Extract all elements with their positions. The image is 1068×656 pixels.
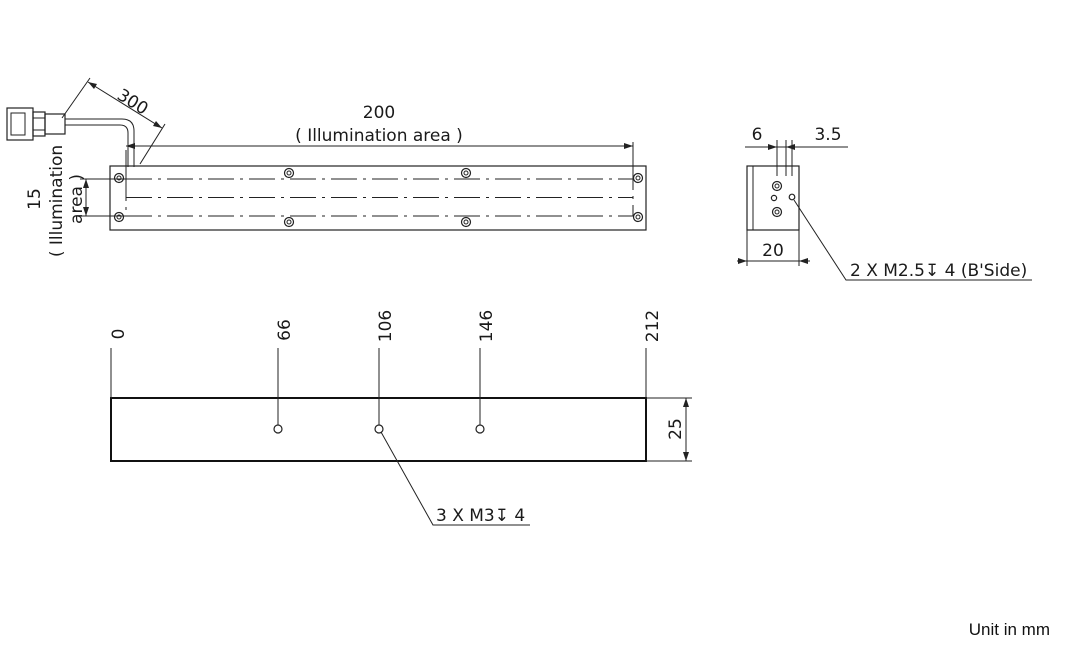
side-top-dimensions (745, 140, 848, 176)
cable (65, 118, 135, 167)
bottom-callout-leader (380, 431, 530, 526)
side-width-dimension (737, 230, 810, 266)
illum-length-label: 200 (363, 103, 395, 123)
side-callout-label: 2 X M2.5↧ 4 (B'Side) (850, 261, 1027, 281)
bottom-hole (374, 424, 384, 434)
position-label-106: 106 (376, 310, 396, 342)
side-callout-leader (793, 199, 1032, 281)
cable-length-label: 300 (113, 85, 151, 119)
side-dim-b-label: 3.5 (814, 125, 841, 145)
mounting-holes (113, 167, 644, 228)
side-dim-a-label: 6 (752, 125, 763, 145)
connector-icon (6, 107, 66, 141)
light-bar-outline (109, 165, 647, 231)
bottom-callout-label: 3 X M3↧ 4 (436, 506, 525, 526)
position-label-146: 146 (477, 310, 497, 342)
position-label-66: 66 (275, 319, 295, 341)
cable-length-dimension (61, 77, 166, 165)
top-view: 300 200 ( Illumination area ) 15 ( Illum… (6, 77, 647, 257)
illum-width-dimension (80, 178, 126, 217)
side-profile (746, 165, 800, 231)
illum-length-caption: ( Illumination area ) (295, 126, 463, 146)
illum-width-caption-1: ( Illumination (47, 145, 67, 257)
illum-width-caption-2: area ) (67, 174, 87, 224)
position-label-0: 0 (109, 329, 129, 340)
unit-label: Unit in mm (968, 620, 1050, 639)
bottom-height-dimension (646, 397, 692, 462)
position-label-212: 212 (643, 310, 663, 342)
bottom-height-label: 25 (666, 418, 686, 440)
side-view: 6 3.5 20 2 X M2.5↧ 4 (B'Side) (737, 125, 1032, 281)
bottom-hole (273, 424, 283, 434)
side-width-label: 20 (762, 241, 784, 261)
illum-length-dimension (125, 142, 634, 179)
illum-width-label: 15 (25, 188, 45, 210)
bottom-view: 0 66 106 146 212 25 3 X M3↧ 4 (109, 310, 692, 526)
bottom-hole (475, 424, 485, 434)
